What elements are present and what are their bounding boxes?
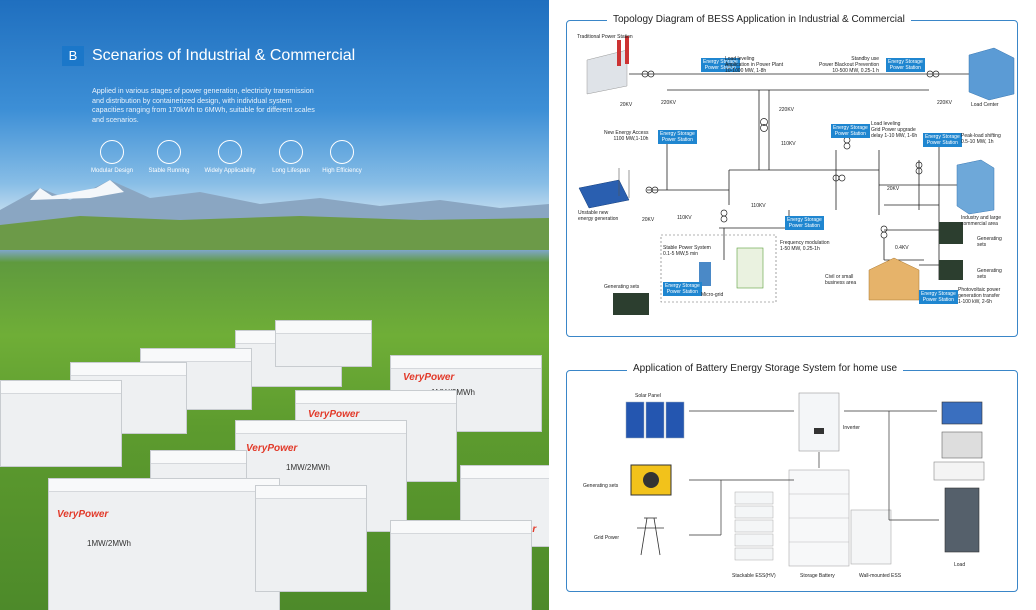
- label-voltage: 110KV: [781, 141, 796, 147]
- label-voltage: 0.4KV: [895, 245, 909, 251]
- label-storage-battery: Storage Battery: [800, 573, 835, 579]
- label-voltage: 20KV: [642, 217, 655, 223]
- container-unit: [0, 380, 122, 467]
- label-voltage: 220KV: [661, 100, 677, 106]
- diagram-page: Topology Diagram of BESS Application in …: [549, 0, 1036, 610]
- brand-logo-text: VeryPower: [308, 409, 360, 420]
- label-voltage: 220KV: [779, 107, 795, 113]
- container-unit: VeryPower 1MW/2MWh: [48, 478, 280, 610]
- label-inverter: Inverter: [843, 425, 860, 431]
- feature-label: Widely Applicability: [204, 168, 256, 174]
- label-voltage: 110KV: [751, 203, 766, 209]
- label-load-center: Load Center: [971, 102, 999, 108]
- feature-stable-running: Stable Running: [137, 140, 201, 174]
- mountain-range: [0, 180, 549, 250]
- label-wall-mounted-ess: Wall-mounted ESS: [859, 573, 902, 579]
- feature-modular-design: Modular Design: [80, 140, 144, 174]
- home-ess-title: Application of Battery Energy Storage Sy…: [627, 363, 904, 374]
- label-voltage: 20KV: [620, 102, 633, 108]
- container-unit: [255, 485, 367, 592]
- shield-icon: [157, 140, 181, 164]
- label-micro-grid: Micro-grid: [701, 292, 724, 298]
- feature-label: Long Lifespan: [272, 168, 310, 174]
- label-generating-sets: Generating sets: [583, 483, 619, 489]
- label-voltage: 110KV: [677, 215, 692, 221]
- brand-logo-text: VeryPower: [403, 372, 455, 383]
- brand-logo-text: VeryPower: [246, 443, 298, 454]
- home-ess-drawing: [625, 392, 985, 567]
- container-unit: [390, 520, 532, 610]
- label-voltage: 220KV: [937, 100, 953, 106]
- battery-icon: [279, 140, 303, 164]
- network-icon: [218, 140, 242, 164]
- label-load: Load: [954, 562, 966, 568]
- feature-widely-applicability: Widely Applicability: [198, 140, 262, 174]
- section-description: Applied in various stages of power gener…: [92, 86, 315, 124]
- capacity-label: 1MW/2MWh: [87, 539, 131, 548]
- gauge-icon: [330, 140, 354, 164]
- section-title: Scenarios of Industrial & Commercial: [92, 47, 356, 64]
- topology-title: Topology Diagram of BESS Application in …: [607, 14, 911, 25]
- container-unit: [275, 320, 372, 367]
- brand-logo-text: VeryPower: [57, 509, 109, 520]
- section-badge: B: [62, 46, 84, 66]
- feature-high-efficiency: High Efficiency: [310, 140, 374, 174]
- capacity-label: 1MW/2MWh: [286, 463, 330, 472]
- feature-label: High Efficiency: [322, 168, 362, 174]
- label-stackable-ess: Stackable ESS(HV): [732, 573, 776, 579]
- scenario-photo-panel: B Scenarios of Industrial & Commercial A…: [0, 0, 549, 610]
- label-solar-panel: Solar Panel: [635, 393, 661, 399]
- modular-icon: [100, 140, 124, 164]
- label-grid-power: Grid Power: [594, 535, 620, 541]
- label-traditional-power-station: Traditional Power Station: [577, 34, 633, 40]
- feature-label: Stable Running: [148, 168, 190, 174]
- feature-label: Modular Design: [90, 168, 134, 174]
- label-generating-sets-left: Generating sets: [604, 284, 640, 290]
- label-voltage: 20KV: [887, 186, 900, 192]
- feature-long-lifespan: Long Lifespan: [259, 140, 323, 174]
